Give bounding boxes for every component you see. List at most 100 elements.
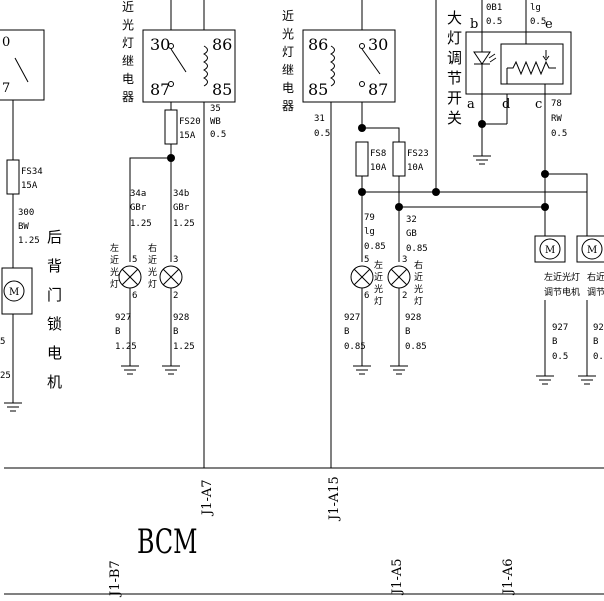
headlamp-switch-box: [465, 31, 572, 95]
label-char: 机: [47, 373, 62, 391]
lamp-right-label: 右 近 光 灯: [148, 242, 160, 290]
label-char: 灯: [148, 279, 157, 290]
label-char: 灯: [122, 36, 134, 50]
label-char: 光: [122, 18, 134, 32]
label-char: 后: [47, 228, 62, 246]
relay-right-pin-87: 87: [368, 80, 388, 99]
ground-icon: [121, 365, 139, 375]
relay-left-box: [142, 29, 236, 103]
lamp-pin: 2: [173, 291, 178, 301]
label-char: 近: [122, 0, 134, 14]
potentiometer-icon: [507, 60, 556, 76]
fuse-fs34: [6, 159, 20, 195]
switch-pin-a: a: [467, 97, 475, 112]
label-char: 光: [282, 27, 294, 41]
label-char: 器: [122, 90, 134, 104]
wire-0b1-size: 0.5: [486, 17, 502, 27]
label-char: 门: [47, 286, 62, 304]
motor-right-box: [576, 235, 604, 263]
left-lamp-pair: 34a GBr 1.25 34b GBr 1.25 5 6 3 2 左 近 光 …: [110, 189, 195, 375]
connector-j1-a6: J1-A6: [501, 558, 516, 596]
frag-wire-code: 5: [0, 337, 5, 347]
frag-pin-top: 0: [2, 35, 10, 50]
wire-928-color: B: [173, 327, 178, 337]
label-char: 继: [122, 54, 134, 68]
ground-icon: [578, 375, 596, 385]
wire-35-code: 35: [210, 104, 221, 114]
tailgate-circuit: 0 7 FS34 15A 300 BW 1.25 M 5 25 后 背 门 锁 …: [0, 29, 62, 412]
headlamp-switch: 大 灯 调 节 开 关 0B1 0.5 lg 0.5 b e a d c: [447, 0, 588, 236]
label-char: 灯: [447, 29, 462, 47]
connector-j1-a7: J1-A7: [200, 479, 215, 517]
wire-0b1-code: 0B1: [486, 3, 502, 13]
relay-left-pin-86: 86: [212, 35, 232, 54]
label-char: 关: [447, 109, 462, 127]
wire-34a-size: 1.25: [130, 219, 152, 229]
wire-34b-size: 1.25: [173, 219, 195, 229]
wire-78-color: RW: [551, 114, 562, 124]
relay-right-pin-86: 86: [308, 35, 328, 54]
relay-right-contact: [361, 48, 381, 75]
tailgate-motor: [1, 267, 33, 315]
lamp-pin: 5: [364, 255, 369, 265]
potentiometer-box: [500, 43, 564, 85]
motor-right-label-2: 调节电机: [587, 286, 604, 298]
wire-927-size: 1.25: [115, 342, 137, 352]
wire-78-code: 78: [551, 99, 562, 109]
motor-left-label-2: 调节电机: [544, 286, 580, 298]
fuse-fs20-amp: 15A: [179, 131, 196, 141]
label-char: 右: [414, 259, 423, 271]
switch-pin-b: b: [470, 17, 478, 32]
lamp-pin: 6: [364, 291, 369, 301]
label-char: 调: [447, 49, 462, 67]
label-char: 光: [374, 283, 383, 295]
label-char: 近: [110, 254, 119, 266]
fuse-fs20: [164, 109, 178, 145]
wire-927-color: B: [115, 327, 120, 337]
connector-j1-b7: J1-B7: [108, 560, 123, 598]
tailgate-switch-contact: [14, 57, 29, 83]
wire-928-size: 1.25: [173, 342, 195, 352]
label-char: 灯: [374, 296, 383, 307]
ground-icon: [536, 375, 554, 385]
label-char: 左: [110, 242, 119, 254]
fuse-fs8-amp: 10A: [370, 163, 387, 173]
frag-wire-size: 25: [0, 371, 11, 381]
lamp-left-label: 左 近 光 灯: [374, 259, 386, 307]
label-char: 灯: [414, 296, 423, 307]
wire-927-code: 927: [552, 323, 568, 333]
wire-928-code: 928: [405, 313, 421, 323]
fuse-fs20-name: FS20: [179, 117, 201, 127]
lamp-pin: 5: [132, 255, 137, 265]
wire-31-size: 0.5: [314, 129, 330, 139]
wire-78-size: 0.5: [551, 129, 567, 139]
tailgate-motor-symbol: [3, 280, 25, 302]
relay-left-pin-85: 85: [212, 80, 232, 99]
bcm-title: BCM: [137, 522, 197, 561]
lamp-pin: 3: [402, 255, 407, 265]
relay-right-coil: [329, 45, 335, 87]
label-char: 大: [447, 9, 462, 27]
wire-927-size: 0.85: [344, 342, 366, 352]
wire-928-color: B: [593, 337, 598, 347]
label-char: 近: [282, 9, 294, 23]
headlamp-switch-label: 大 灯 调 节 开 关: [447, 9, 467, 127]
motor-left-label-1: 左近光灯: [544, 271, 580, 283]
connector-j1-a5: J1-A5: [390, 558, 405, 596]
wire-34a-code: 34a: [130, 189, 146, 199]
label-char: 近: [374, 271, 383, 283]
label-char: 左: [374, 259, 383, 271]
wire-927-code: 927: [344, 313, 360, 323]
wire-928-color: B: [405, 327, 410, 337]
label-char: 灯: [110, 279, 119, 290]
indicator-led-icon: [473, 32, 497, 124]
motor-right-m: M: [587, 245, 597, 256]
relay-left-pin-87: 87: [150, 80, 170, 99]
label-char: 近: [148, 254, 157, 266]
switch-pin-c: c: [535, 97, 542, 112]
label-char: 锁: [47, 315, 62, 333]
wire-lg-size: 0.5: [530, 17, 546, 27]
fuse-fs23-name: FS23: [407, 149, 429, 159]
wire-928-code: 928: [593, 323, 604, 333]
